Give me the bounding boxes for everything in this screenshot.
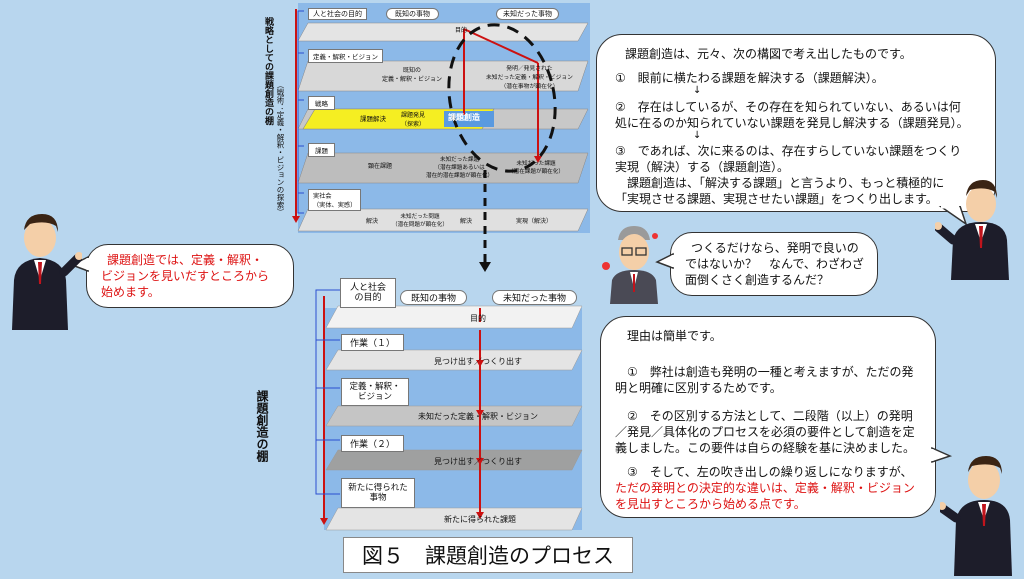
bottom-definition-box: 定義・解釈・ビジョン — [341, 378, 409, 406]
top-issue-solving: 課題解決 — [360, 115, 386, 123]
top-strategy-box: 戦略 — [308, 96, 335, 110]
top-issue-creation: 課題創造 — [448, 113, 480, 122]
bottom-definition-text: 定義・解釈・ビジョン — [349, 381, 401, 402]
bubble-top-line-10: 「実現させる課題、実現させたい課題」をつくり出します。 — [615, 192, 938, 206]
bottom-header-known: 既知の事物 — [400, 290, 468, 305]
bubble-left-line-1: 課題創造では、定義・解釈・ — [107, 253, 264, 267]
bubble-br-line-4: ② その区別する方法として、二段階（以上）の発明 — [627, 409, 913, 423]
bubble-br-red-line-2: を見出すところから始める点です。 — [615, 497, 806, 511]
bubble-middle-tail — [655, 252, 675, 270]
bubble-top-line-4: ② 存在はしているが、その存在を知られていない、あるいは何 — [615, 100, 961, 114]
bottom-new-issue-label: 新たに得られた課題 — [444, 515, 516, 524]
top-definition-box: 定義・解釈・ビジョン — [308, 49, 383, 63]
businessman-top-right-illustration — [935, 180, 1009, 280]
bubble-top-line-7: ③ であれば、次に来るのは、存在すらしていない課題をつくり — [615, 144, 962, 158]
bottom-purpose-label: 目的 — [470, 314, 486, 323]
top-header-unknown: 未知だった事物 — [496, 8, 559, 20]
top-resolve-1: 解決 — [366, 218, 379, 225]
bottom-find2-label: 見つけ出す／つくり出す — [434, 457, 522, 466]
top-known-definition: 既知の 定義・解釈・ビジョン — [382, 67, 443, 83]
figure-caption: 図５ 課題創造のプロセス — [343, 537, 633, 573]
bubble-left-line-3: 始めます。 — [101, 285, 160, 299]
bubble-left-line-2: ビジョンを見いだすところから — [101, 269, 270, 283]
speech-bubble-middle: つくるだけなら、発明で良いの ではないか？ なんで、わざわざ 面倒くさく創造する… — [670, 232, 878, 296]
top-header-purpose: 人と社会の目的 — [308, 8, 367, 20]
bubble-top-line-3: ↓ — [693, 85, 702, 96]
bubble-middle-line-3: 面倒くさく創造するんだ？ — [685, 273, 830, 287]
bottom-vertical-title: 課題創造の棚 — [255, 390, 269, 462]
bubble-br-tail — [930, 446, 953, 464]
bubble-br-line-5: ／発見／具体化のプロセスを必須の要件として創造を定 — [615, 425, 915, 439]
top-vertical-title: 戦略としての課題創造の棚 — [263, 17, 273, 125]
bottom-new-things-text: 新たに得られた事物 — [348, 482, 408, 503]
bubble-br-line-1: 理由は簡単です。 — [627, 329, 722, 343]
bubble-top-tail — [938, 206, 968, 226]
top-resolve-2: 解決 — [460, 218, 473, 225]
bubble-middle-line-1: つくるだけなら、発明で良いの — [691, 241, 859, 255]
top-known-issue: 顕在課題 — [368, 163, 393, 170]
bubble-br-line-3: 明と明確に区別するためです。 — [615, 381, 782, 395]
bubble-top-line-5: 処に在るのか知られていない課題を発見し解決する（課題発見）。 — [615, 116, 969, 130]
bubble-top-line-9: 課題創造は、「解決する課題」と言うより、もっと積極的に — [615, 176, 945, 190]
bubble-top-line-8: 実現（解決）する（課題創造）。 — [615, 160, 790, 174]
speech-bubble-top-right: 課題創造は、元々、次の構図で考え出したものです。 ① 眼前に横たわる課題を解決す… — [596, 34, 996, 212]
top-unknown-definition: 発明／発見された 未知だった定義・解釈・ビジョン （潜在事物が顕在化） — [486, 66, 573, 90]
top-society-box: 実社会 （実体、実感） — [308, 189, 362, 211]
bottom-work1-box: 作業（１） — [341, 334, 405, 351]
bottom-process-diagram: 課題創造の棚 人と社会の目的 既知の事物 未知だった事物 目的 作業（１） 見つ… — [250, 278, 590, 532]
dashed-connector-arrow — [479, 170, 491, 272]
speech-bubble-bottom-right: 理由は簡単です。 ① 弊社は創造も発明の一種と考えますが、ただの発 明と明確に区… — [600, 316, 936, 518]
top-header-known: 既知の事物 — [386, 8, 439, 20]
bubble-br-line-7: ③ そして、左の吹き出しの繰り返しになりますが、 — [627, 465, 913, 479]
top-issue-discovery: 課題発見 （探索） — [401, 112, 426, 128]
bubble-top-line-6: ↓ — [693, 130, 702, 141]
top-unknown-issue: 未知だった課題 （潜在課題あるいは 潜在的潜在課題が顕在化） — [426, 157, 494, 179]
top-issue-box: 課題 — [308, 143, 335, 157]
figure-caption-text: 図５ 課題創造のプロセス — [362, 544, 614, 568]
top-realize: 実現（解決） — [516, 218, 553, 225]
bubble-top-line-1: 課題創造は、元々、次の構図で考え出したものです。 — [625, 47, 912, 61]
older-man-worried-illustration — [602, 226, 658, 304]
speech-bubble-left: 課題創造では、定義・解釈・ ビジョンを見いだすところから 始めます。 — [86, 244, 294, 308]
bubble-top-line-2: ① 眼前に横たわる課題を解決する（課題解決）。 — [615, 71, 884, 85]
top-vertical-subtitle: （戦術：定義・解釈・ビジョンの探索） — [276, 81, 285, 216]
bubble-br-line-6: 義しました。この要件は自らの経験を基に決めました。 — [615, 441, 916, 455]
bottom-find1-label: 見つけ出す／つくり出す — [434, 357, 522, 366]
businessman-bottom-right-illustration — [940, 456, 1012, 576]
bottom-work2-box: 作業（２） — [341, 435, 405, 452]
businessman-left-illustration — [12, 214, 82, 330]
top-process-diagram: 戦略としての課題創造の棚 （戦術：定義・解釈・ビジョンの探索） 人と社会の目的 … — [258, 3, 593, 235]
bubble-middle-line-2: ではないか？ なんで、わざわざ — [685, 257, 864, 271]
bottom-header-purpose: 人と社会の目的 — [340, 278, 396, 308]
bottom-header-purpose-text: 人と社会の目的 — [349, 282, 386, 303]
top-unknown-problem: 未知だった問題 （潜在問題が顕在化） — [392, 214, 448, 228]
bubble-br-red-line-1: ただの発明との決定的な違いは、定義・解釈・ビジョン — [615, 481, 915, 495]
bottom-unknown-definition: 未知だった定義・解釈・ビジョン — [418, 412, 538, 421]
bubble-br-line-2: ① 弊社は創造も発明の一種と考えますが、ただの発 — [627, 365, 914, 379]
bottom-new-things-box: 新たに得られた事物 — [341, 478, 415, 508]
bottom-header-unknown: 未知だった事物 — [492, 290, 578, 305]
top-purpose-label: 目的 — [455, 27, 468, 34]
top-unknown-issue-2: 未知だった課題 （潜在課題が顕在化） — [508, 161, 564, 175]
